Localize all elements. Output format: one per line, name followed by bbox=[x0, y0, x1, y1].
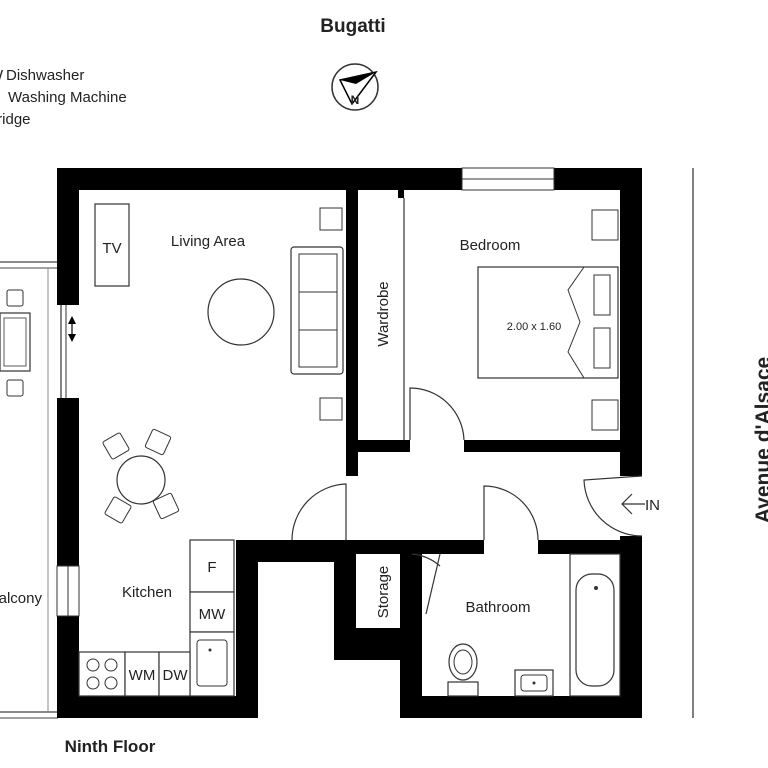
fridge bbox=[189, 539, 235, 593]
legend-text-wm: Washing Machine bbox=[8, 89, 127, 106]
wardrobe-label: Wardrobe bbox=[375, 281, 392, 346]
bedroom-label: Bedroom bbox=[460, 237, 521, 254]
balcony: Balcony bbox=[0, 261, 58, 719]
building-title: Bugatti bbox=[320, 16, 385, 37]
street-name: Avenue d'Alsace bbox=[752, 357, 768, 523]
storage-label: Storage bbox=[375, 566, 392, 619]
fridge-label: F bbox=[207, 559, 216, 576]
windows bbox=[56, 167, 555, 617]
wardrobe: Wardrobe bbox=[375, 198, 405, 440]
microwave bbox=[189, 591, 235, 633]
balcony-label: Balcony bbox=[0, 590, 42, 607]
living-area: Living Area TV bbox=[94, 203, 344, 524]
legend-text-f: Fridge bbox=[0, 111, 31, 128]
coffee-table bbox=[207, 278, 275, 346]
bathtub bbox=[569, 553, 621, 697]
kitchen-label: Kitchen bbox=[122, 584, 172, 601]
washbasin bbox=[514, 669, 554, 697]
washing-machine-label: WM bbox=[129, 667, 156, 684]
living-area-label: Living Area bbox=[171, 233, 246, 250]
compass-north-label: N bbox=[351, 93, 360, 107]
balcony-door bbox=[60, 305, 76, 398]
bed: 2.00 x 1.60 bbox=[477, 266, 619, 379]
bed-size-label: 2.00 x 1.60 bbox=[507, 321, 561, 333]
legend: DW Dishwasher WM Washing Machine F Fridg… bbox=[0, 67, 127, 128]
compass-icon: N bbox=[331, 63, 379, 111]
dining-table bbox=[102, 428, 180, 524]
bathroom-label: Bathroom bbox=[465, 599, 530, 616]
cooktop bbox=[78, 651, 126, 697]
entrance-label: IN bbox=[645, 497, 660, 514]
legend-abbr-dw: DW bbox=[0, 67, 4, 84]
tv-unit bbox=[94, 203, 130, 287]
floor-label: Ninth Floor bbox=[65, 737, 156, 756]
toilet bbox=[447, 643, 479, 697]
dishwasher-label: DW bbox=[163, 667, 189, 684]
microwave-label: MW bbox=[199, 606, 226, 623]
doors bbox=[291, 387, 643, 615]
walls bbox=[57, 168, 642, 718]
bathroom: Bathroom bbox=[447, 553, 621, 697]
kitchen: Kitchen F MW WM DW bbox=[78, 539, 235, 697]
sofa bbox=[290, 246, 344, 375]
tv-label: TV bbox=[102, 240, 121, 257]
bedroom: Bedroom 2.00 x 1.60 bbox=[460, 209, 619, 431]
washing-machine bbox=[124, 651, 160, 697]
dishwasher bbox=[158, 651, 191, 697]
legend-text-dw: Dishwasher bbox=[6, 67, 84, 84]
entrance-arrow-icon bbox=[621, 493, 645, 515]
